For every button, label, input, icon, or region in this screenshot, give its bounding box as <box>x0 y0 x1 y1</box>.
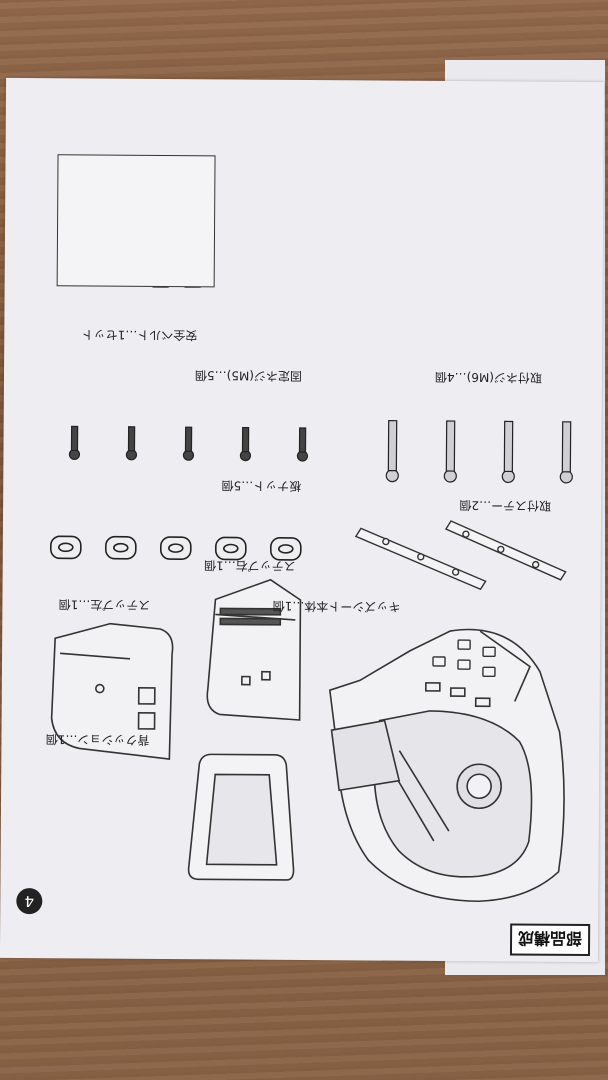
instruction-sheet: 部品構成 4 <box>0 77 605 963</box>
step-left-drawing <box>50 622 174 760</box>
label-square-nut: 板ナット…5個 <box>221 478 302 493</box>
label-kids-seat-body: キッズシート本体…1個 <box>272 598 401 614</box>
safety-belt-box <box>56 154 216 288</box>
mount-stay-drawing <box>354 520 567 591</box>
label-step-right: ステップ右…1個 <box>203 558 296 573</box>
step-right-drawing <box>206 578 302 721</box>
parts-drawings <box>49 187 573 903</box>
label-fixing-screw-m5: 固定ネジ(M5)…5個 <box>194 368 303 383</box>
kids-seat-body-drawing <box>328 628 565 903</box>
sheet-content-rotated: 部品構成 4 <box>0 78 604 962</box>
label-mount-screw-m6: 取付ネジ(M6)…4個 <box>434 369 543 385</box>
label-safety-belt: 安全ベルト…1セット <box>81 327 198 343</box>
label-back-cushion: 背クッション…1個 <box>45 732 150 747</box>
square-nut-drawing <box>49 535 302 561</box>
mount-screw-m6-drawing <box>385 419 573 484</box>
back-cushion-drawing <box>187 753 295 881</box>
label-mount-stay: 取付ステー…2個 <box>459 498 552 513</box>
label-step-left: ステップ左…1個 <box>58 597 151 612</box>
seat-back-panel <box>432 639 496 678</box>
fixing-screw-m5-drawing <box>68 425 309 462</box>
